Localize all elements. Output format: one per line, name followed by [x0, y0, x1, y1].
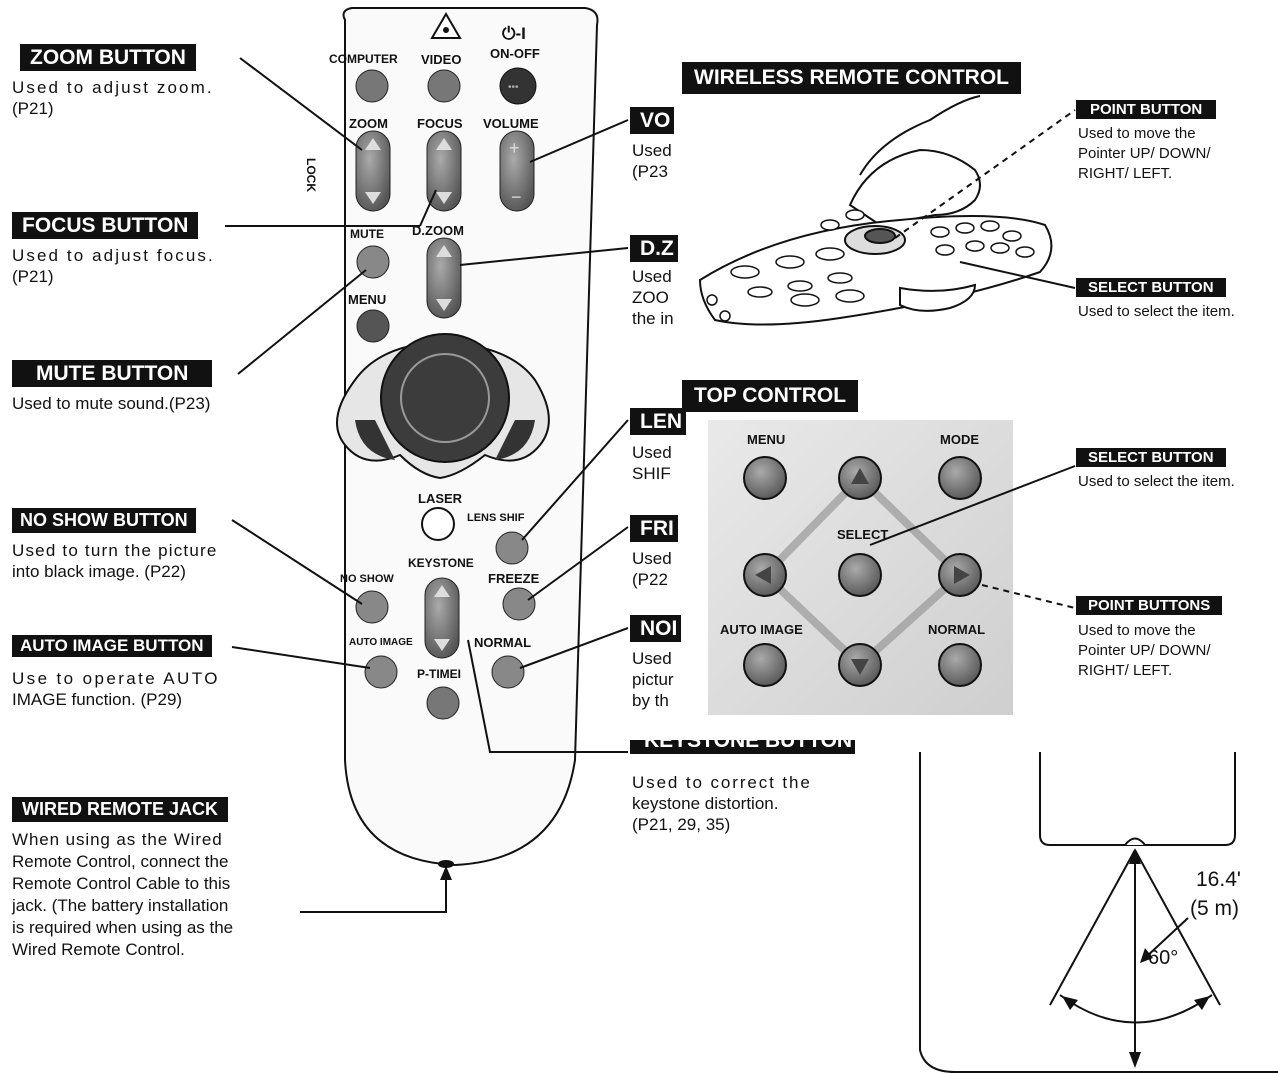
top-select-button — [838, 553, 882, 597]
freeze-button-callout: FRI — [630, 515, 678, 542]
lens-shift-button — [495, 531, 529, 565]
svg-text:+: + — [509, 138, 520, 158]
wireless-remote-illustration — [698, 95, 1053, 326]
top-select-button-callout: SELECT BUTTON — [1076, 448, 1226, 467]
freeze-button-desc: Used(P22 — [632, 549, 672, 589]
top-label-select: SELECT — [837, 527, 889, 542]
on-off-button — [499, 67, 537, 105]
remote-label-computer: COMPUTER — [329, 52, 398, 66]
normal-button-callout: NOI — [630, 615, 682, 642]
keystone-rocker — [424, 577, 460, 659]
freeze-button — [502, 587, 536, 621]
select-button-callout: SELECT BUTTON — [1076, 278, 1226, 297]
top-label-menu: MENU — [747, 432, 786, 447]
top-label-mode: MODE — [940, 432, 979, 447]
power-icon: ⏻-I — [502, 24, 526, 43]
video-button — [427, 69, 461, 103]
top-label-auto-image: AUTO IMAGE — [720, 622, 803, 637]
range-diagram — [919, 752, 1278, 1073]
zoom-rocker — [355, 130, 391, 212]
top-normal-button — [938, 643, 982, 687]
range-angle: 60° — [1148, 947, 1179, 969]
wired-remote-jack — [438, 860, 454, 868]
focus-button-desc: Used to adjust focus.(P21) — [12, 246, 215, 286]
svg-text:•••: ••• — [508, 82, 519, 93]
remote-label-freeze: FREEZE — [488, 571, 540, 586]
volume-rocker: +− — [499, 130, 535, 212]
laser-button — [421, 507, 455, 541]
point-button-callout: POINT BUTTON — [1076, 100, 1217, 119]
volume-button-desc: Used(P23 — [632, 141, 672, 181]
zoom-button-callout: ZOOM BUTTON — [20, 44, 196, 71]
remote-label-laser: LASER — [418, 491, 463, 506]
remote-label-mute: MUTE — [350, 227, 384, 241]
computer-button — [355, 69, 389, 103]
lens-shift-button-callout: LEN — [630, 408, 686, 435]
range-distance-ft: 16.4' — [1196, 868, 1241, 891]
svg-text:−: − — [511, 187, 522, 207]
remote-label-menu: MENU — [348, 292, 387, 307]
remote-label-normal: NORMAL — [474, 635, 532, 650]
remote-label-zoom: ZOOM — [349, 116, 388, 131]
range-distance-m: (5 m) — [1190, 897, 1239, 920]
remote-label-lock: LOCK — [304, 158, 318, 192]
remote-label-on-off: ON-OFF — [490, 46, 540, 61]
remote-label-video: VIDEO — [421, 52, 462, 67]
menu-button — [356, 309, 390, 343]
select-button-desc: Used to select the item. — [1078, 303, 1235, 320]
top-select-button-desc: Used to select the item. — [1078, 473, 1235, 490]
mute-button-callout: MUTE BUTTON — [12, 360, 213, 387]
wired-remote-jack-desc: When using as the Wired Remote Control, … — [12, 830, 234, 959]
auto-image-button-callout: AUTO IMAGE BUTTON — [12, 635, 212, 657]
remote-label-lens-shift: LENS SHIF — [467, 512, 525, 524]
wired-remote-jack-callout: WIRED REMOTE JACK — [12, 797, 229, 822]
remote-label-p-timer: P-TIMEI — [417, 667, 461, 681]
keystone-callout-clip: KEYSTONE BUTTON — [630, 740, 855, 754]
remote-label-dzoom: D.ZOOM — [412, 223, 464, 238]
point-buttons-callout: POINT BUTTONS — [1076, 596, 1223, 615]
p-timer-button — [426, 686, 460, 720]
volume-button-callout: VO — [630, 107, 675, 134]
laser-warning-icon — [430, 12, 462, 39]
keystone-button-callout: KEYSTONE BUTTON — [630, 740, 855, 754]
auto-image-button — [364, 655, 398, 689]
dzoom-rocker — [426, 237, 462, 319]
remote-label-focus: FOCUS — [417, 116, 463, 131]
dzoom-button-callout: D.Z — [630, 235, 678, 262]
remote-label-volume: VOLUME — [483, 116, 539, 131]
remote-label-no-show: NO SHOW — [340, 573, 394, 585]
no-show-button-callout: NO SHOW BUTTON — [12, 508, 196, 533]
top-label-normal: NORMAL — [928, 622, 986, 637]
top-menu-button — [743, 456, 787, 500]
top-control-title: TOP CONTROL — [682, 380, 859, 412]
select-dial — [380, 333, 510, 463]
no-show-button — [355, 590, 389, 624]
focus-button-callout: FOCUS BUTTON — [12, 212, 199, 239]
mute-button-desc: Used to mute sound.(P23) — [12, 394, 211, 413]
zoom-button-desc: Used to adjust zoom.(P21) — [12, 78, 214, 118]
top-mode-button — [938, 456, 982, 500]
remote-label-auto-image: AUTO IMAGE — [349, 637, 413, 648]
normal-button — [491, 655, 525, 689]
top-auto-image-button — [743, 643, 787, 687]
wireless-remote-title: WIRELESS REMOTE CONTROL — [682, 62, 1021, 94]
remote-label-keystone: KEYSTONE — [408, 556, 474, 570]
